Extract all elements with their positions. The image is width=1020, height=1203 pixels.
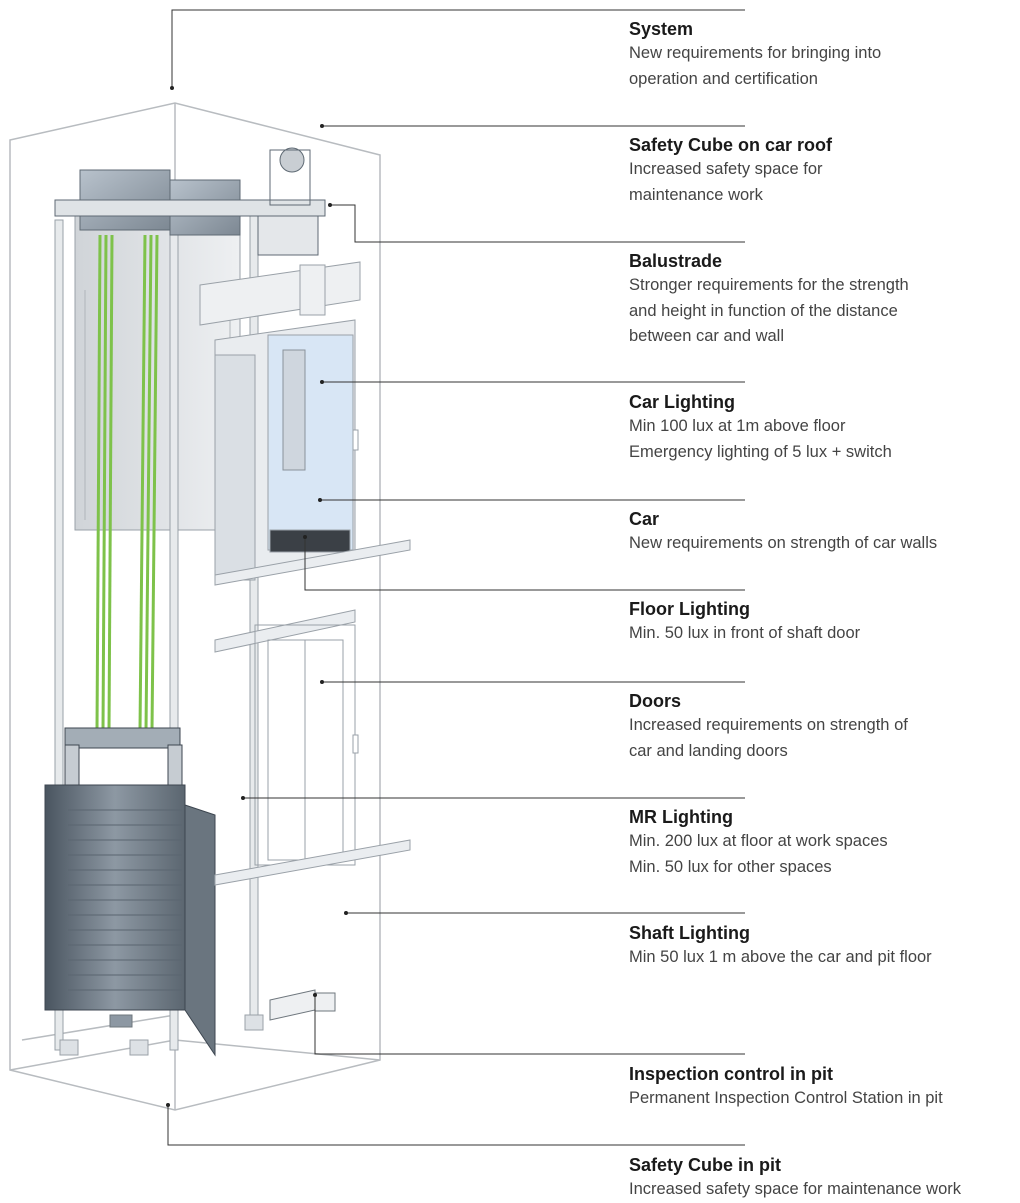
label-title: System — [629, 19, 694, 39]
label-title: Doors — [629, 691, 682, 711]
label-line: Emergency lighting of 5 lux + switch — [629, 442, 892, 461]
machine-boxes — [54, 147, 326, 256]
counterweight — [44, 727, 216, 1057]
label-inspection-control-pit: Inspection control in pit Permanent Insp… — [629, 1062, 1014, 1112]
label-title: Balustrade — [629, 251, 723, 271]
label-title: Car Lighting — [629, 392, 735, 412]
label-safety-cube-pit: Safety Cube in pit Increased safety spac… — [629, 1153, 1014, 1203]
label-line: Stronger requirements for the strength — [629, 276, 909, 294]
label-title: MR Lighting — [629, 807, 733, 827]
counterweight-stripes — [68, 809, 182, 991]
label-line: Min 50 lux 1 m above the car and pit flo… — [629, 948, 932, 966]
label-line: New requirements on strength of car wall… — [629, 534, 938, 552]
label-title: Shaft Lighting — [629, 923, 750, 943]
label-line: Min. 200 lux at floor at work spaces — [629, 832, 888, 850]
pit-buffers — [59, 1014, 264, 1056]
label-line: Increased safety space for — [629, 160, 823, 178]
leader-dots — [166, 86, 348, 1107]
label-line: and height in function of the distance — [629, 301, 898, 320]
landing-door — [214, 624, 411, 886]
label-balustrade: Balustrade Stronger requirements for the… — [629, 249, 1014, 350]
label-title: Safety Cube in pit — [629, 1155, 782, 1175]
label-doors: Doors Increased requirements on strength… — [629, 689, 1014, 764]
label-title: Car — [629, 509, 660, 529]
label-shaft-lighting: Shaft Lighting Min 50 lux 1 m above the … — [629, 921, 1014, 971]
label-mr-lighting: MR Lighting Min. 200 lux at floor at wor… — [629, 805, 1014, 880]
label-line: operation and certification — [629, 69, 818, 88]
label-line: Min. 50 lux in front of shaft door — [629, 624, 861, 642]
floor-sill — [214, 609, 356, 653]
label-line: Increased requirements on strength of — [629, 716, 908, 734]
label-floor-lighting: Floor Lighting Min. 50 lux in front of s… — [629, 597, 1014, 647]
label-title: Floor Lighting — [629, 599, 750, 619]
label-line: maintenance work — [629, 185, 763, 204]
label-car: Car New requirements on strength of car … — [629, 507, 1014, 557]
suspension-ropes — [95, 234, 159, 731]
label-line: Min. 50 lux for other spaces — [629, 857, 832, 876]
label-title: Safety Cube on car roof — [629, 135, 833, 155]
label-line: Increased safety space for maintenance w… — [629, 1180, 962, 1198]
car-door-and-interior — [214, 319, 411, 586]
label-line: car and landing doors — [629, 741, 788, 760]
pit-inspection-station — [109, 989, 336, 1028]
label-title: Inspection control in pit — [629, 1064, 833, 1084]
label-line: Permanent Inspection Control Station in … — [629, 1089, 943, 1107]
label-system: System New requirements for bringing int… — [629, 17, 1014, 92]
label-line: New requirements for bringing into — [629, 44, 882, 62]
label-line: between car and wall — [629, 327, 785, 345]
leader-lines — [167, 9, 745, 1146]
label-safety-cube-car-roof: Safety Cube on car roof Increased safety… — [629, 133, 1014, 208]
label-car-lighting: Car Lighting Min 100 lux at 1m above flo… — [629, 390, 1014, 465]
balustrade — [199, 261, 361, 326]
label-line: Min 100 lux at 1m above floor — [629, 417, 846, 435]
